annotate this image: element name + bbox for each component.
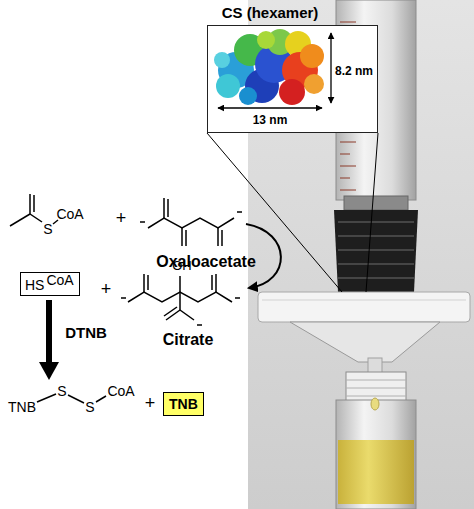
oxaloacetate-structure: [185, 230, 187, 246]
photo-syringe-filter: [340, 142, 356, 143]
photo-syringe-filter: [340, 154, 350, 155]
compound-name: Oxaloacetate: [156, 252, 256, 271]
citrate-structure: [235, 297, 240, 299]
photo-syringe-filter: [334, 210, 418, 292]
inset-frame: CS (hexamer)8.2 nm13 nm: [207, 25, 378, 133]
inset-background: [207, 25, 378, 133]
tnb-disulfide-structure: [68, 395, 84, 403]
photo-syringe-filter: [371, 398, 379, 410]
inset-background: [207, 25, 378, 133]
oxaloacetate-structure: [140, 198, 242, 246]
citrate-structure: [197, 324, 202, 326]
formula-superscript: CoA: [46, 272, 73, 289]
photo-syringe-filter: [346, 388, 406, 389]
acetyl-coa-structure: [29, 194, 31, 214]
group-label: CoA: [56, 206, 83, 223]
protein-model: [216, 74, 240, 98]
citrate-structure: [179, 276, 181, 292]
oxaloacetate-structure: [237, 211, 242, 213]
tnb-disulfide-structure: [96, 396, 106, 402]
formula-text: HS: [25, 277, 44, 294]
photo-syringe-filter: [338, 221, 414, 223]
photo-syringe-filter: [338, 440, 414, 504]
protein-model: [257, 31, 275, 49]
photo-syringe-filter: [248, 0, 474, 509]
group-label: TNB: [8, 399, 36, 416]
photo-syringe-filter: [344, 196, 408, 210]
dtnb-arrow: [46, 300, 52, 364]
photo-syringe-filter: [338, 235, 414, 237]
photo-syringe-filter: [338, 222, 414, 278]
dimension-label: 8.2 nm: [335, 64, 373, 78]
dtnb-arrow: [39, 362, 59, 380]
photo-syringe-filter: [340, 166, 356, 167]
photo-syringe-filter: [340, 178, 350, 179]
photo-syringe-filter: [262, 300, 466, 301]
protein-model: [214, 29, 324, 105]
acetyl-coa-structure: [33, 195, 35, 212]
group-label: CoA: [107, 383, 134, 400]
oxaloacetate-structure: [163, 198, 165, 218]
dimension-arrow: [330, 33, 331, 103]
photo-syringe-filter: [338, 263, 414, 265]
citrate-structure: [121, 274, 240, 325]
photo-syringe-filter: [346, 396, 406, 397]
protein-model: [300, 44, 324, 68]
photo-syringe-filter: [340, 22, 356, 23]
plus-sign: +: [116, 208, 127, 230]
zoom-line: [366, 133, 378, 292]
photo-syringe-filter: [346, 380, 406, 396]
oxaloacetate-structure: [221, 230, 223, 246]
oxaloacetate-structure: [140, 221, 145, 223]
citrate-structure: [164, 307, 177, 316]
citrate-structure: [147, 275, 149, 290]
atom-label: S: [57, 383, 66, 400]
oxaloacetate-structure: [148, 218, 234, 228]
acetyl-coa-structure: [30, 214, 42, 222]
citrate-structure: [143, 274, 145, 292]
compound-name: Citrate: [163, 330, 214, 349]
citrate-structure: [215, 274, 217, 292]
atom-label: S: [85, 399, 94, 416]
product-box: HSCoA: [20, 272, 80, 296]
reagent-name: DTNB: [65, 324, 107, 342]
tnb-disulfide-structure: [37, 394, 106, 403]
dimension-arrow: [218, 107, 322, 108]
citrate-structure: [166, 310, 180, 320]
tnb-box: TNB: [163, 392, 204, 416]
protein-model: [214, 52, 230, 68]
plus-sign: +: [101, 279, 112, 301]
oxaloacetate-structure: [217, 228, 219, 246]
photo-syringe-filter: [346, 380, 406, 381]
photo-syringe-filter: [340, 190, 356, 191]
dimension-label: 13 nm: [253, 113, 288, 127]
photo-syringe-filter: [338, 249, 414, 251]
citrate-structure: [179, 292, 181, 310]
plus-sign: +: [145, 393, 156, 415]
photo-syringe-filter: [338, 277, 414, 279]
atom-label: S: [43, 221, 52, 238]
photo-syringe-filter: [290, 322, 440, 362]
citrate-structure: [121, 297, 126, 299]
oxaloacetate-structure: [167, 199, 169, 217]
photo-syringe-filter: [248, 0, 474, 509]
protein-model: [304, 74, 324, 94]
photo-syringe-filter: [258, 292, 470, 322]
protein-model: [239, 87, 257, 105]
atom-label: OH: [172, 258, 192, 274]
dimension-arrow: [218, 33, 331, 108]
oxaloacetate-structure: [181, 228, 183, 246]
citrate-structure: [211, 275, 213, 290]
dtnb-arrow: [39, 300, 59, 380]
protein-model: [279, 79, 305, 105]
acetyl-coa-structure: [10, 214, 30, 226]
inset-title: CS (hexamer): [222, 4, 319, 22]
citrate-structure: [180, 310, 194, 320]
photo-syringe-filter: [346, 372, 406, 402]
product-name: TNB: [169, 396, 198, 413]
photo-syringe-filter: [336, 400, 416, 509]
tnb-disulfide-structure: [37, 394, 56, 402]
